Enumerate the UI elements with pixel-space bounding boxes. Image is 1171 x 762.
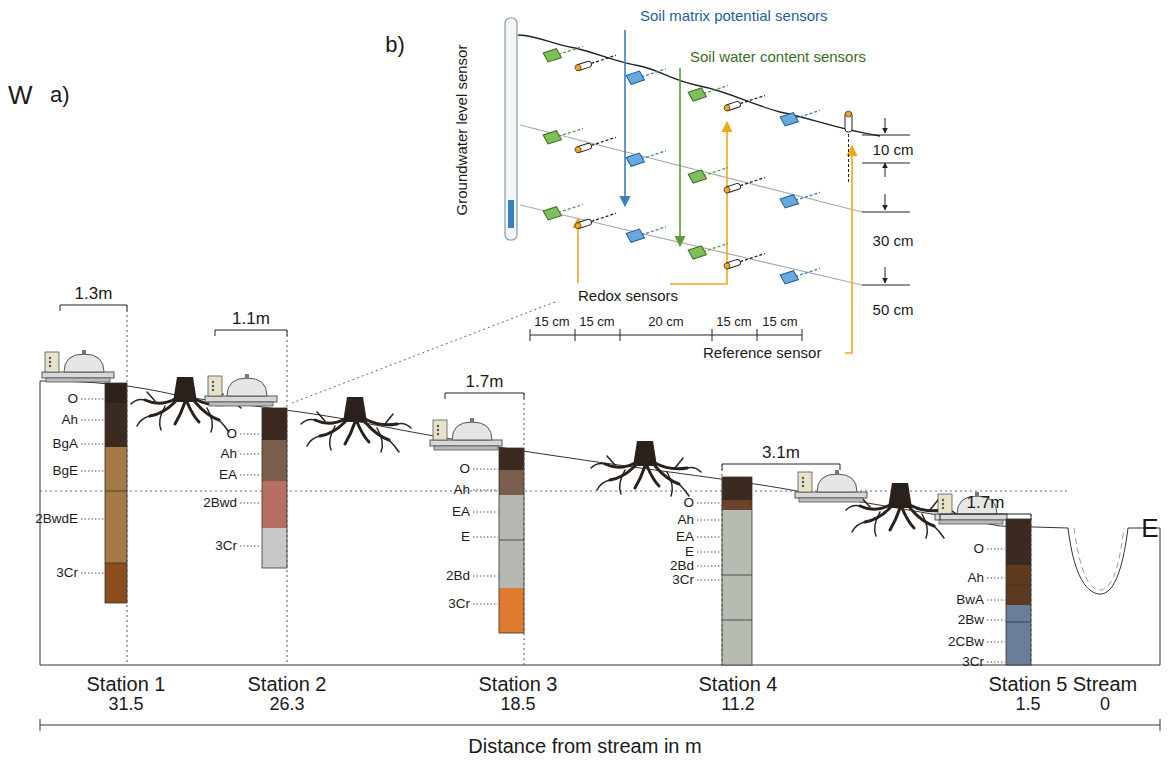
horizon-label: E [461,530,470,545]
leader-line [81,444,104,445]
horizon-label: EA [219,468,237,483]
horizon-label: O [459,462,470,477]
distance-value: 0 [1100,695,1110,715]
leader-line [697,566,721,567]
spacing-label: 15 cm [716,315,751,329]
leader-line [697,520,721,521]
direction-label: W [8,81,33,110]
sensor-label: Redox sensors [578,288,678,305]
distance-label: 3.1m [762,444,800,463]
horizon-label: 3Cr [962,655,984,670]
distance-value: 18.5 [500,695,535,715]
leader-line [473,490,498,491]
horizon-label: O [226,427,237,442]
station-label: Station 1 [87,673,166,695]
leader-line [697,552,721,553]
horizon-label: 2Bw [958,613,984,628]
distance-value: 11.2 [721,695,755,715]
horizon-label: Ah [61,413,78,428]
horizon-label: 3Cr [672,573,694,588]
sensor-label: Reference sensor [703,345,821,362]
station-label: Station 4 [699,673,778,695]
leader-line [473,576,498,577]
horizon-label: 3Cr [56,566,78,581]
distance-label: 1.1m [232,310,270,329]
distance-value: 31.5 [108,695,143,715]
leader-line [240,503,261,504]
station-label: Station 3 [479,673,558,695]
leader-line [473,604,498,605]
leader-line [473,537,498,538]
spacing-label: 15 cm [579,315,614,329]
sensor-label: Soil matrix potential sensors [640,8,828,25]
horizon-label: O [67,392,78,407]
horizon-label: O [973,542,984,557]
leader-line [81,573,104,574]
horizon-label: EA [676,530,694,545]
horizon-label: Ah [220,447,237,462]
horizon-label: 2CBw [948,635,984,650]
leader-line [81,399,104,400]
spacing-label: 15 cm [534,315,569,329]
leader-line [697,580,721,581]
panel-letter: a) [50,83,70,107]
leader-line [81,519,104,520]
leader-line [987,549,1005,550]
depth-label: 50 cm [873,302,914,319]
horizon-label: BgA [52,437,78,452]
station-label: Station 2 [248,673,327,695]
distance-value: 1.5 [1015,695,1040,715]
leader-line [987,600,1005,601]
depth-label: 30 cm [873,233,914,250]
horizon-label: 2BwdE [35,512,78,527]
leader-line [987,578,1005,579]
spacing-label: 20 cm [648,315,683,329]
leader-line [240,546,261,547]
distance-label: 1.7m [967,494,1005,513]
leader-line [240,434,261,435]
horizon-label: E [685,545,694,560]
sensor-label: Groundwater level sensor [454,45,471,216]
axis-title: Distance from stream in m [468,735,701,757]
leader-line [697,503,721,504]
leader-line [240,475,261,476]
horizon-label: 3Cr [448,597,470,612]
station-label: Station 5 [989,673,1068,695]
direction-label: E [1141,514,1158,543]
leader-line [987,662,1005,663]
horizon-label: Ah [677,513,694,528]
distance-label: 1.3m [75,285,113,304]
leader-line [987,620,1005,621]
horizon-label: 2Bwd [203,496,237,511]
leader-line [81,471,104,472]
leader-line [240,454,261,455]
horizon-label: BgE [52,464,78,479]
station-label: Stream [1073,673,1137,695]
horizon-label: O [683,496,694,511]
sensor-label: Soil water content sensors [690,49,866,66]
horizon-label: Ah [453,483,470,498]
leader-line [473,512,498,513]
spacing-label: 15 cm [762,315,797,329]
horizon-label: EA [452,505,470,520]
distance-label: 1.7m [466,373,504,392]
panel-letter: b) [385,33,405,57]
horizon-label: 3Cr [215,539,237,554]
depth-label: 10 cm [873,142,914,159]
horizon-label: Ah [967,571,984,586]
leader-line [697,537,721,538]
leader-line [81,420,104,421]
leader-line [987,642,1005,643]
horizon-label: BwA [956,593,984,608]
horizon-label: 2Bd [670,559,694,574]
horizon-label: 2Bd [446,569,470,584]
leader-line [473,469,498,470]
distance-value: 26.3 [269,695,304,715]
